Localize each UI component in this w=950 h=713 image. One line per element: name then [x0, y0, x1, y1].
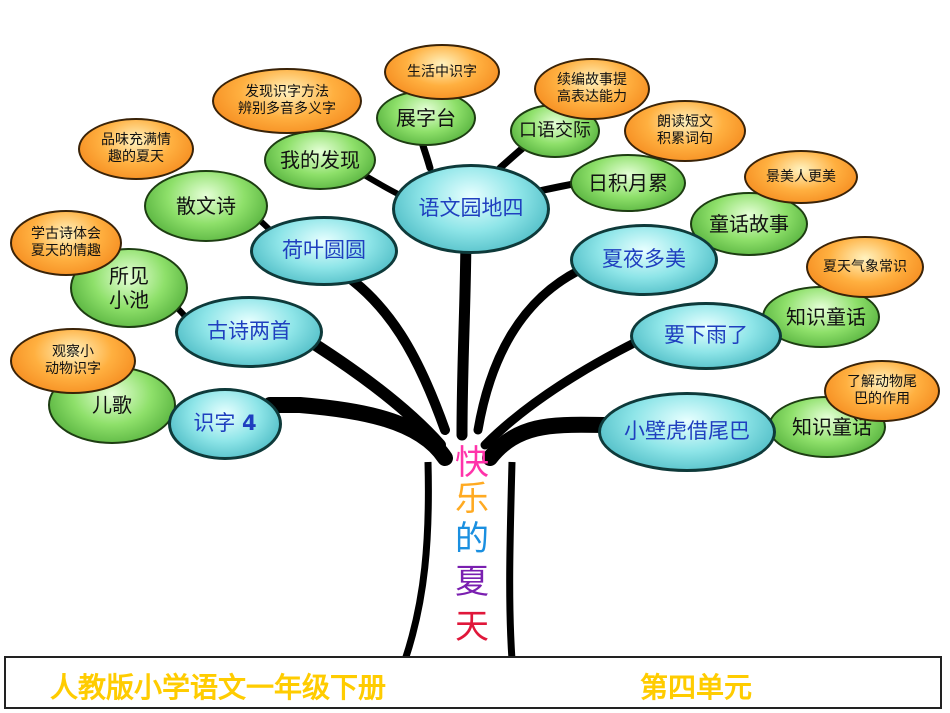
node-yuwen-label: 语文园地四: [418, 196, 524, 221]
note-langdu: 朗读短文 积累词句: [624, 100, 746, 162]
note-jingmei-label: 景美人更美: [766, 168, 836, 185]
note-faxianfangfa-label: 发现识字方法 辨别多音多义字: [238, 84, 336, 117]
title-char-5: 天: [455, 607, 489, 647]
note-pinwei: 品味充满情 趣的夏天: [78, 118, 194, 180]
note-guancha: 观察小 动物识字: [10, 328, 136, 394]
title-char-3: 的: [455, 519, 489, 559]
node-gushi-label: 古诗两首: [207, 319, 291, 344]
note-langdu-label: 朗读短文 积累词句: [657, 114, 713, 147]
node-tonghua-label: 童话故事: [709, 212, 789, 236]
note-qixiang: 夏天气象常识: [806, 236, 924, 298]
title-char-1: 快: [455, 443, 489, 483]
title-char-4: 夏: [455, 562, 489, 602]
node-erge-label: 儿歌: [92, 393, 132, 417]
node-shizi4-number: 4: [242, 411, 257, 436]
note-xuegushi: 学古诗体会 夏天的情趣: [10, 210, 122, 276]
node-sanwen-label: 散文诗: [176, 194, 236, 218]
node-shizi4-text: 识字: [193, 411, 236, 436]
node-xiaye: 夏夜多美: [570, 224, 718, 296]
node-kouyu-label: 口语交际: [519, 120, 591, 142]
note-qixiang-label: 夏天气象常识: [823, 258, 907, 275]
note-liaojie: 了解动物尾 巴的作用: [824, 360, 940, 422]
footer-textbook: 人教版小学语文一年级下册: [50, 671, 387, 704]
note-xubian-label: 续编故事提 高表达能力: [557, 72, 627, 105]
note-guancha-label: 观察小 动物识字: [45, 344, 101, 377]
node-zhanzi-label: 展字台: [396, 106, 456, 130]
node-sanwen: 散文诗: [144, 170, 268, 242]
node-heye: 荷叶圆圆: [250, 216, 398, 286]
note-jingmei: 景美人更美: [744, 150, 858, 204]
node-xiaye-label: 夏夜多美: [602, 247, 686, 272]
node-yaoxia-label: 要下雨了: [664, 323, 748, 348]
node-riji: 日积月累: [570, 154, 686, 212]
node-yuwen: 语文园地四: [392, 164, 550, 254]
note-xubian: 续编故事提 高表达能力: [534, 58, 650, 120]
node-faxian: 我的发现: [264, 130, 376, 190]
note-pinwei-label: 品味充满情 趣的夏天: [101, 132, 171, 165]
node-zhanzi: 展字台: [376, 90, 476, 146]
node-faxian-label: 我的发现: [280, 148, 360, 172]
node-yaoxia: 要下雨了: [630, 302, 782, 370]
note-liaojie-label: 了解动物尾 巴的作用: [847, 374, 917, 407]
footer-banner: 人教版小学语文一年级下册 第四单元: [4, 656, 942, 709]
node-heye-label: 荷叶圆圆: [282, 238, 366, 263]
node-bihu: 小壁虎借尾巴: [598, 392, 776, 472]
node-suojian-label: 所见 小池: [109, 264, 149, 312]
footer-unit: 第四单元: [640, 671, 753, 704]
trunk: [401, 461, 516, 662]
node-gushi: 古诗两首: [175, 296, 323, 368]
node-bihu-label: 小壁虎借尾巴: [624, 419, 750, 444]
note-faxianfangfa: 发现识字方法 辨别多音多义字: [212, 68, 362, 134]
note-shenghuo: 生活中识字: [384, 44, 500, 100]
title-char-2: 乐: [455, 479, 489, 519]
node-shizi4-label: 识字 4: [193, 411, 256, 436]
note-xuegushi-label: 学古诗体会 夏天的情趣: [31, 226, 101, 259]
node-riji-label: 日积月累: [588, 171, 668, 195]
note-shenghuo-label: 生活中识字: [407, 63, 477, 80]
node-zhishi-1-label: 知识童话: [786, 305, 866, 329]
node-shizi4: 识字 4: [168, 388, 282, 460]
